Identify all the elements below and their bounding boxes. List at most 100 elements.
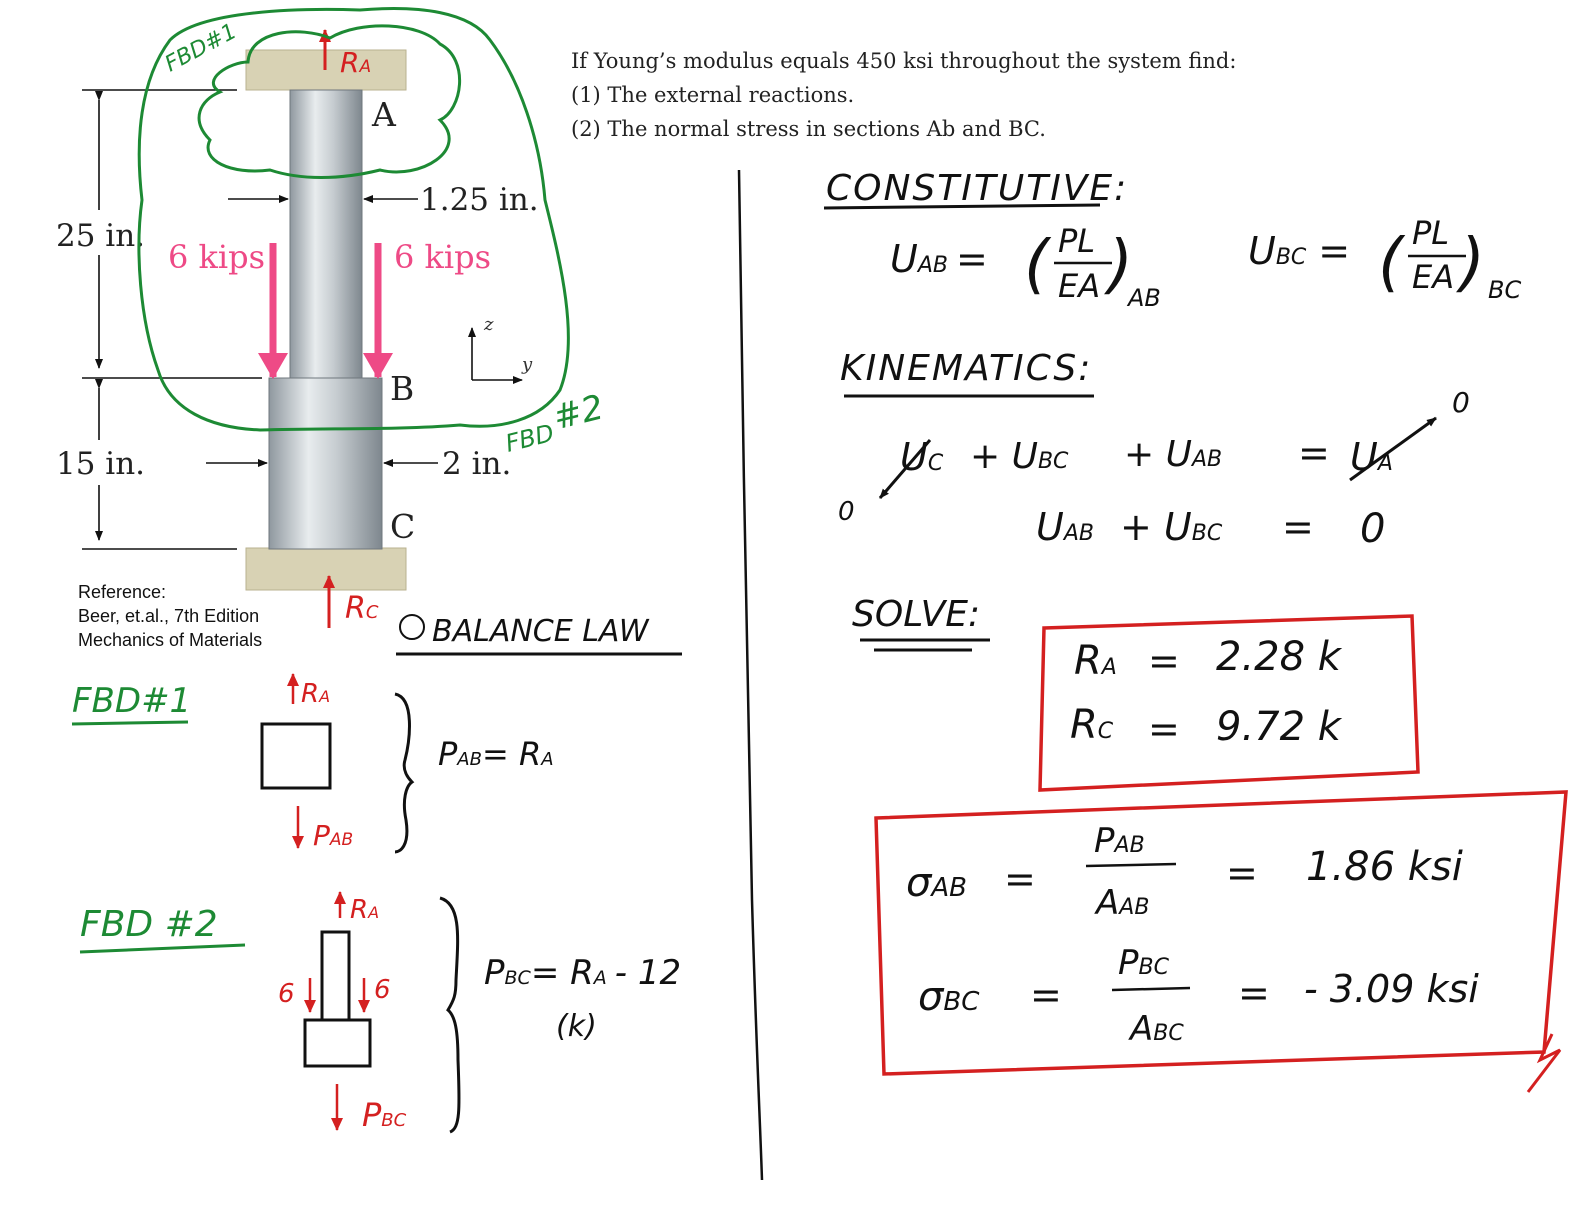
sigma-ab-eq2: =	[1226, 851, 1258, 895]
fbd1-label-underline	[71, 720, 189, 726]
constitutive-underline	[823, 203, 1101, 210]
point-c-label: C	[390, 507, 415, 546]
u-bc-num: PL	[1412, 214, 1449, 252]
constitutive-heading: CONSTITUTIVE:	[826, 168, 1128, 209]
u-ab-num: PL	[1058, 222, 1095, 260]
balance-law-section: BALANCE LAW FBD#1 FBD #2 RA PAB PAB= RA …	[71, 614, 682, 1134]
box-end-mark-icon	[1526, 1033, 1562, 1093]
axis-z-label: z	[483, 314, 494, 335]
coordinate-axes	[468, 327, 523, 384]
ra-lhs: RA	[1074, 638, 1117, 684]
rc-lhs: RC	[1070, 702, 1114, 748]
ra-value: 2.28 k	[1216, 634, 1343, 680]
fbd1-label: FBD#1	[72, 681, 191, 721]
rod-section-ab	[289, 89, 363, 380]
u-bc-den: EA	[1412, 258, 1454, 296]
dim-bc-diameter: 2 in.	[442, 446, 511, 482]
rod-figure: 25 in. 15 in. 1.25 in. 2 in. A B C 6 kip…	[56, 7, 608, 628]
kin-uc: UC	[900, 435, 944, 479]
u-bc-lhs: UBC=	[1248, 229, 1350, 273]
problem-line-1: If Young’s modulus equals 450 ksi throug…	[571, 49, 1237, 73]
sigma-bc-fraction-bar	[1111, 986, 1191, 992]
reference-book: Beer, et.al., 7th Edition	[78, 606, 260, 626]
stress-result-box	[874, 790, 1568, 1076]
reference-title: Mechanics of Materials	[78, 630, 263, 650]
kin-line2-zero: 0	[1360, 506, 1385, 552]
problem-line-2: (1) The external reactions.	[571, 83, 855, 107]
rod-section-bc	[268, 377, 383, 550]
fbd1-tag: FBD#1	[161, 19, 241, 77]
sigma-bc-den: ABC	[1128, 1009, 1184, 1049]
fbd2-right-label: 6	[374, 975, 391, 1005]
sigma-bc-lhs: σBC	[918, 974, 980, 1020]
kin-line2-a: UAB	[1036, 505, 1094, 549]
fbd1-top-label: RA	[301, 679, 330, 709]
sigma-ab-num: PAB	[1094, 821, 1145, 861]
ra-eq: =	[1148, 639, 1180, 683]
fbd1-outline	[197, 24, 462, 179]
u-ab-den: EA	[1058, 267, 1100, 305]
load-right-label: 6 kips	[394, 238, 491, 276]
fbd1-brace	[394, 692, 415, 854]
paren-close-ab-icon: )	[1104, 228, 1133, 302]
paren-close-bc-icon: )	[1456, 226, 1485, 300]
kin-line2-b: + UBC	[1120, 505, 1223, 549]
kin-mid: + UBC	[970, 436, 1069, 477]
kinematics-heading: KINEMATICS:	[840, 348, 1092, 389]
u-ab-lhs: UAB=	[890, 237, 988, 281]
kinematics-section: KINEMATICS: UC 0 + UBC + UAB = UA 0 UAB …	[838, 348, 1470, 552]
fbd2-left-label: 6	[278, 979, 295, 1009]
kin-plus: + UAB	[1124, 434, 1222, 475]
fbd2-bottom-label: PBC	[362, 1096, 407, 1134]
rc-eq: =	[1148, 707, 1180, 751]
point-a-label: A	[371, 95, 397, 134]
point-b-label: B	[390, 369, 414, 408]
sigma-ab-den: AAB	[1094, 883, 1149, 923]
eq2: PBC= RA- 12	[484, 953, 681, 993]
problem-statement: If Young’s modulus equals 450 ksi throug…	[571, 44, 1236, 146]
reaction-c-label: RC	[345, 591, 379, 626]
u-ab-sub: AB	[1126, 284, 1161, 312]
sigma-bc-num: PBC	[1118, 943, 1170, 983]
fbd2-rod	[320, 930, 351, 1022]
kin-zero-left: 0	[838, 497, 855, 527]
dim-ab-length: 25 in.	[56, 218, 145, 254]
fbd2-outline	[137, 7, 570, 432]
sigma-bc-eq2: =	[1238, 971, 1270, 1015]
sigma-ab-lhs: σAB	[906, 860, 967, 906]
balance-heading: BALANCE LAW	[432, 614, 650, 649]
reaction-a-label: RA	[340, 46, 371, 79]
kin-eq1: =	[1298, 431, 1330, 475]
fbd2-label: FBD #2	[80, 904, 218, 945]
vertical-divider	[737, 169, 764, 1181]
dimension-lines	[82, 89, 438, 550]
reference-note: Reference: Beer, et.al., 7th Edition Mec…	[78, 580, 262, 652]
kin-uc-strike	[878, 439, 932, 499]
kin-ua-strike	[1349, 416, 1437, 482]
reference-label: Reference:	[78, 582, 167, 602]
solve-section: SOLVE: RA = 2.28 k RC = 9.72 k σAB = PAB…	[852, 594, 1568, 1093]
kin-line2-eq: =	[1282, 505, 1314, 549]
sigma-bc-value: - 3.09 ksi	[1304, 967, 1479, 1011]
axis-y-label: y	[521, 354, 533, 375]
dim-bc-length: 15 in.	[56, 446, 145, 482]
u-bc-sub: BC	[1488, 276, 1521, 304]
fbd2-box	[303, 1018, 372, 1068]
paren-open-ab-icon: (	[1024, 228, 1052, 302]
load-left-label: 6 kips	[168, 238, 265, 276]
paren-open-bc-icon: (	[1378, 226, 1406, 300]
fbd2-brace	[439, 896, 461, 1134]
bottom-support	[245, 547, 407, 591]
rc-value: 9.72 k	[1216, 704, 1343, 750]
eq2-unit: (k)	[556, 1009, 597, 1044]
fbd2-label-underline	[79, 943, 246, 954]
sigma-ab-eq: =	[1004, 857, 1036, 901]
reactions-result-box	[1038, 614, 1420, 792]
sigma-ab-value: 1.86 ksi	[1306, 844, 1463, 890]
star-marker-icon	[399, 614, 425, 640]
kin-ua: UA	[1350, 435, 1393, 479]
sigma-ab-fraction-bar	[1085, 862, 1177, 868]
fbd1-bottom-label: PAB	[313, 819, 353, 852]
constitutive-section: CONSTITUTIVE: UAB= ( PL EA ) AB UBC= ( P…	[823, 168, 1521, 312]
